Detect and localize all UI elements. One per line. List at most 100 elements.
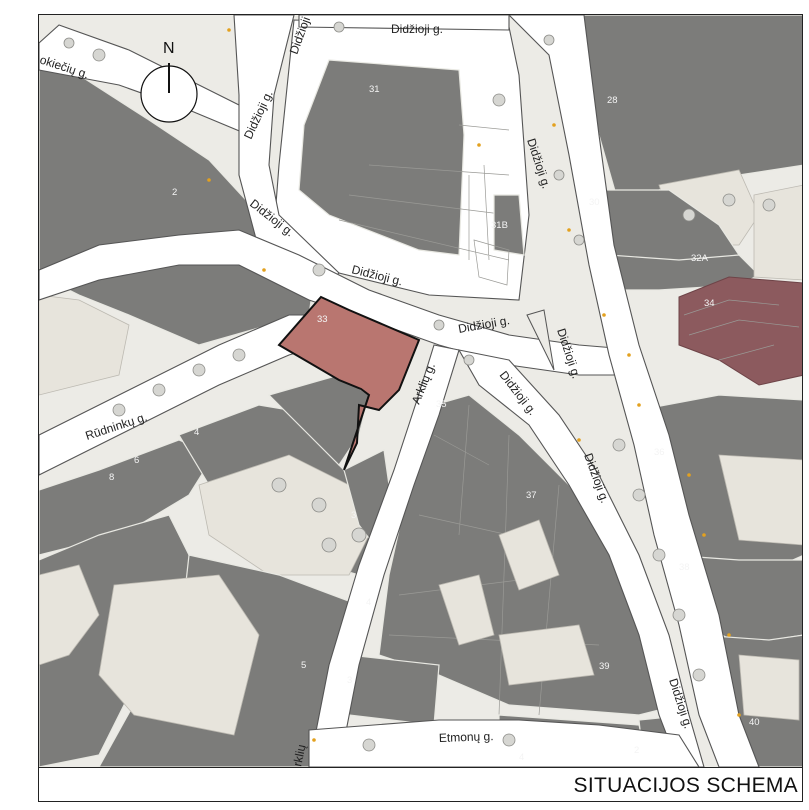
tree — [492, 93, 506, 107]
tree — [612, 438, 626, 452]
lamp — [577, 438, 581, 442]
number-28: 28 — [607, 95, 618, 106]
lamp — [687, 473, 691, 477]
tree — [362, 738, 376, 752]
tree — [333, 21, 345, 33]
buildings-layer — [39, 15, 802, 767]
number-33: 33 — [317, 314, 328, 325]
landmark-34-roof-lines — [683, 299, 800, 361]
tree — [63, 37, 75, 49]
tree — [152, 383, 166, 397]
number-36: 36 — [654, 447, 665, 458]
number-31: 31 — [369, 84, 380, 95]
site-map: okiečių g. Didžioji g. Didžioji g. Didži… — [39, 15, 802, 767]
number-40: 40 — [749, 717, 760, 728]
number-2: 2 — [172, 187, 177, 198]
number-4c: 4 — [519, 752, 524, 763]
yard-left — [39, 564, 100, 666]
tree — [692, 668, 706, 682]
lamp — [637, 403, 641, 407]
label-arkliu-bottom: rklių — [290, 743, 308, 767]
tree — [543, 34, 555, 46]
tree — [722, 193, 736, 207]
tree — [92, 48, 106, 62]
label-didzioji-top: Didžioji g. — [391, 22, 443, 36]
tree — [351, 527, 367, 543]
tree — [652, 548, 666, 562]
label-etmonu: Etmonų g. — [439, 729, 494, 745]
lamp — [727, 633, 731, 637]
tree — [682, 208, 696, 222]
title-bar: SITUACIJOS SCHEMA — [39, 767, 802, 801]
tree — [271, 477, 287, 493]
lamp — [477, 143, 481, 147]
street-didzioji-west — [233, 15, 340, 291]
street-didzioji-east — [508, 15, 760, 767]
building-31 — [298, 59, 465, 256]
building-numbers: 31 28 2 30 31B 32A 34 33 35 4 8 6 36 37 … — [109, 84, 760, 763]
number-30: 30 — [589, 197, 600, 208]
number-6: 6 — [134, 455, 139, 466]
map-title: SITUACIJOS SCHEMA — [573, 774, 798, 797]
lamp — [602, 313, 606, 317]
tree — [463, 354, 475, 366]
number-3b: 3 — [347, 675, 352, 686]
lamp — [702, 533, 706, 537]
tree — [311, 497, 327, 513]
number-37: 37 — [526, 490, 537, 501]
number-3a: 3 — [351, 510, 356, 521]
tree — [112, 403, 126, 417]
building-8 — [39, 439, 215, 556]
north-label: N — [163, 40, 175, 57]
yard-4 — [438, 574, 495, 646]
lamps-layer — [207, 28, 741, 742]
yard-37 — [498, 519, 560, 591]
number-31b: 31B — [491, 220, 508, 231]
number-4a: 4 — [194, 427, 199, 438]
tree — [573, 234, 585, 246]
lamp — [262, 268, 266, 272]
number-38: 38 — [679, 562, 690, 573]
number-4b: 4 — [366, 597, 371, 608]
number-2b: 2 — [634, 745, 639, 756]
yard-32a — [753, 184, 802, 281]
north-arrow: N — [140, 40, 198, 123]
number-5: 5 — [301, 660, 306, 671]
building-3-south — [348, 654, 440, 726]
number-32a: 32A — [691, 253, 709, 264]
square-31-pattern — [473, 239, 510, 286]
lamp — [312, 738, 316, 742]
lamp — [567, 228, 571, 232]
building-31b — [493, 194, 525, 256]
tree — [312, 263, 326, 277]
lamp — [552, 123, 556, 127]
tree — [502, 733, 516, 747]
yard-39 — [498, 624, 595, 686]
street-didzioji-southeast — [457, 349, 705, 767]
lamp — [207, 178, 211, 182]
tree — [232, 348, 246, 362]
trees-layer — [63, 21, 776, 752]
map-frame: okiečių g. Didžioji g. Didžioji g. Didži… — [38, 14, 803, 802]
tree — [672, 608, 686, 622]
tree — [762, 198, 776, 212]
number-39: 39 — [599, 661, 610, 672]
tree — [553, 169, 565, 181]
yard-36 — [718, 454, 802, 546]
lamp — [737, 713, 741, 717]
tree — [433, 319, 445, 331]
yard-2 — [39, 294, 130, 396]
yard-40 — [738, 654, 800, 721]
lamp — [227, 28, 231, 32]
number-34: 34 — [704, 298, 715, 309]
tree — [192, 363, 206, 377]
number-35: 35 — [436, 399, 447, 410]
square-31-paving-lines — [338, 124, 510, 261]
tree — [321, 537, 337, 553]
site-building-33[interactable] — [277, 295, 421, 471]
street-didzioji-top — [298, 15, 510, 31]
courtyard-5 — [98, 574, 260, 736]
lamp — [627, 353, 631, 357]
tree — [632, 488, 646, 502]
street-arkliu — [308, 344, 460, 767]
